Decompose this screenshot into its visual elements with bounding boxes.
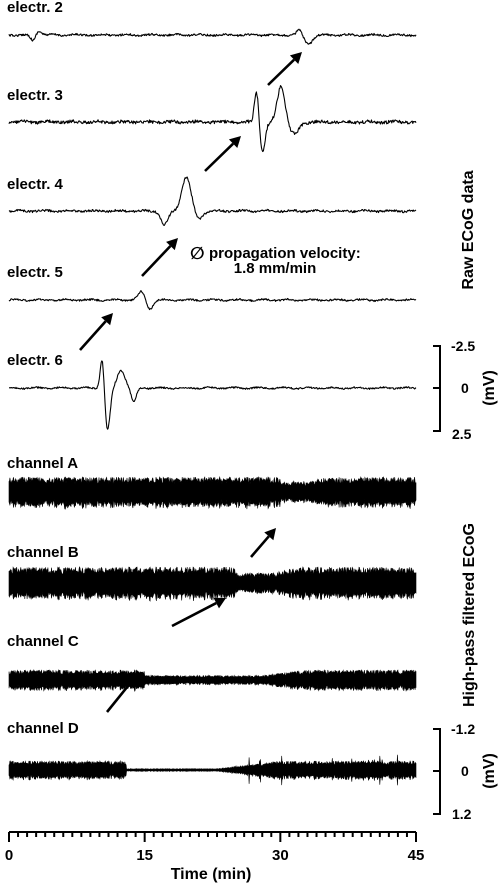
arrow-head (289, 52, 302, 64)
x-tick-label: 45 (408, 847, 425, 864)
raw-trace-6 (9, 360, 417, 430)
highpass-series-label: channel B (7, 544, 79, 561)
arrow-head (264, 528, 276, 541)
highpass-trace-b (8, 566, 417, 602)
x-tick-label: 15 (136, 847, 153, 864)
propagation-arrow (171, 601, 217, 628)
hp-y-tick-top: -1.2 (451, 721, 475, 737)
raw-series-label: electr. 6 (7, 352, 63, 369)
raw-trace-3 (8, 85, 417, 153)
hp-y-tick-bottom: 1.2 (452, 806, 472, 822)
time-axis: 0 15 30 45 Time (min) (5, 831, 425, 883)
x-axis-label: Time (min) (171, 866, 252, 883)
highpass-y-axis: -1.2 0 1.2 (mV) (433, 721, 498, 822)
velocity-symbol: ∅ (190, 244, 205, 263)
x-tick-label: 30 (272, 847, 289, 864)
hp-y-unit: (mV) (481, 753, 498, 789)
raw-y-tick-mid: 0 (461, 380, 469, 396)
highpass-label-group: channel A channel B channel C channel D (7, 455, 79, 737)
highpass-trace-c (8, 669, 417, 692)
raw-y-tick-bottom: 2.5 (452, 426, 472, 442)
highpass-series-label: channel A (7, 455, 78, 472)
propagation-arrow (267, 58, 296, 86)
raw-group-label: Raw ECoG data (460, 170, 477, 289)
arrow-head (213, 597, 226, 609)
raw-label-group: electr. 2 electr. 3 electr. 4 electr. 5 elec… (7, 0, 64, 369)
propagation-arrow (141, 245, 172, 277)
raw-trace-4 (8, 176, 417, 226)
velocity-annotation-line1: propagation velocity: (209, 245, 361, 262)
arrow-head (228, 136, 241, 148)
highpass-trace-d (8, 754, 417, 786)
arrow-head (101, 313, 113, 326)
raw-series-label: electr. 4 (7, 176, 64, 193)
x-tick-label: 0 (5, 847, 13, 864)
raw-trace-5 (8, 290, 417, 311)
highpass-series-label: channel D (7, 720, 79, 737)
highpass-trace-group (8, 475, 417, 786)
raw-ecog-panel: electr. 2 electr. 3 electr. 4 electr. 5 elec… (7, 0, 498, 442)
arrow-head (124, 676, 136, 689)
hp-y-tick-mid: 0 (461, 763, 469, 779)
raw-series-label: electr. 2 (7, 0, 63, 16)
propagation-arrow (79, 320, 107, 351)
propagation-arrow (204, 142, 235, 172)
raw-trace-group (8, 28, 417, 430)
highpass-series-label: channel C (7, 633, 79, 650)
propagation-arrows (79, 52, 302, 713)
raw-y-unit: (mV) (481, 370, 498, 406)
propagation-arrow (105, 683, 131, 713)
highpass-ecog-panel: channel A channel B channel C channel D Hig… (7, 455, 498, 822)
velocity-annotation-line2: 1.8 mm/min (234, 260, 317, 277)
raw-series-label: electr. 3 (7, 87, 63, 104)
raw-series-label: electr. 5 (7, 264, 63, 281)
raw-y-axis: -2.5 0 2.5 (mV) (433, 338, 498, 442)
raw-y-tick-top: -2.5 (451, 338, 475, 354)
x-tick-group: 0 15 30 45 (5, 832, 425, 864)
arrow-head (166, 238, 178, 251)
propagation-arrow (250, 535, 270, 558)
hp-group-label: High-pass filtered ECoG (461, 523, 478, 707)
highpass-trace-a (8, 475, 417, 510)
raw-trace-2 (8, 28, 417, 45)
